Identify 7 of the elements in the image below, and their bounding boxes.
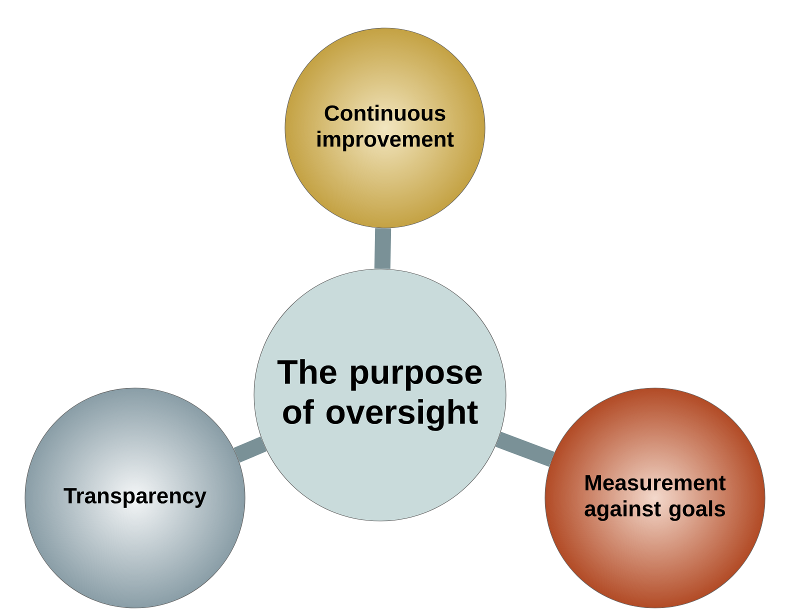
- connector-bar: [234, 436, 267, 463]
- circle-node: Transparency: [24, 388, 246, 608]
- circle-node: Continuous improvement: [284, 28, 486, 228]
- circle-node: The purpose of oversight: [254, 268, 506, 522]
- connector-bar: [374, 228, 392, 269]
- connector-bar: [495, 432, 555, 467]
- circle-node: Measurement against goals: [544, 388, 766, 608]
